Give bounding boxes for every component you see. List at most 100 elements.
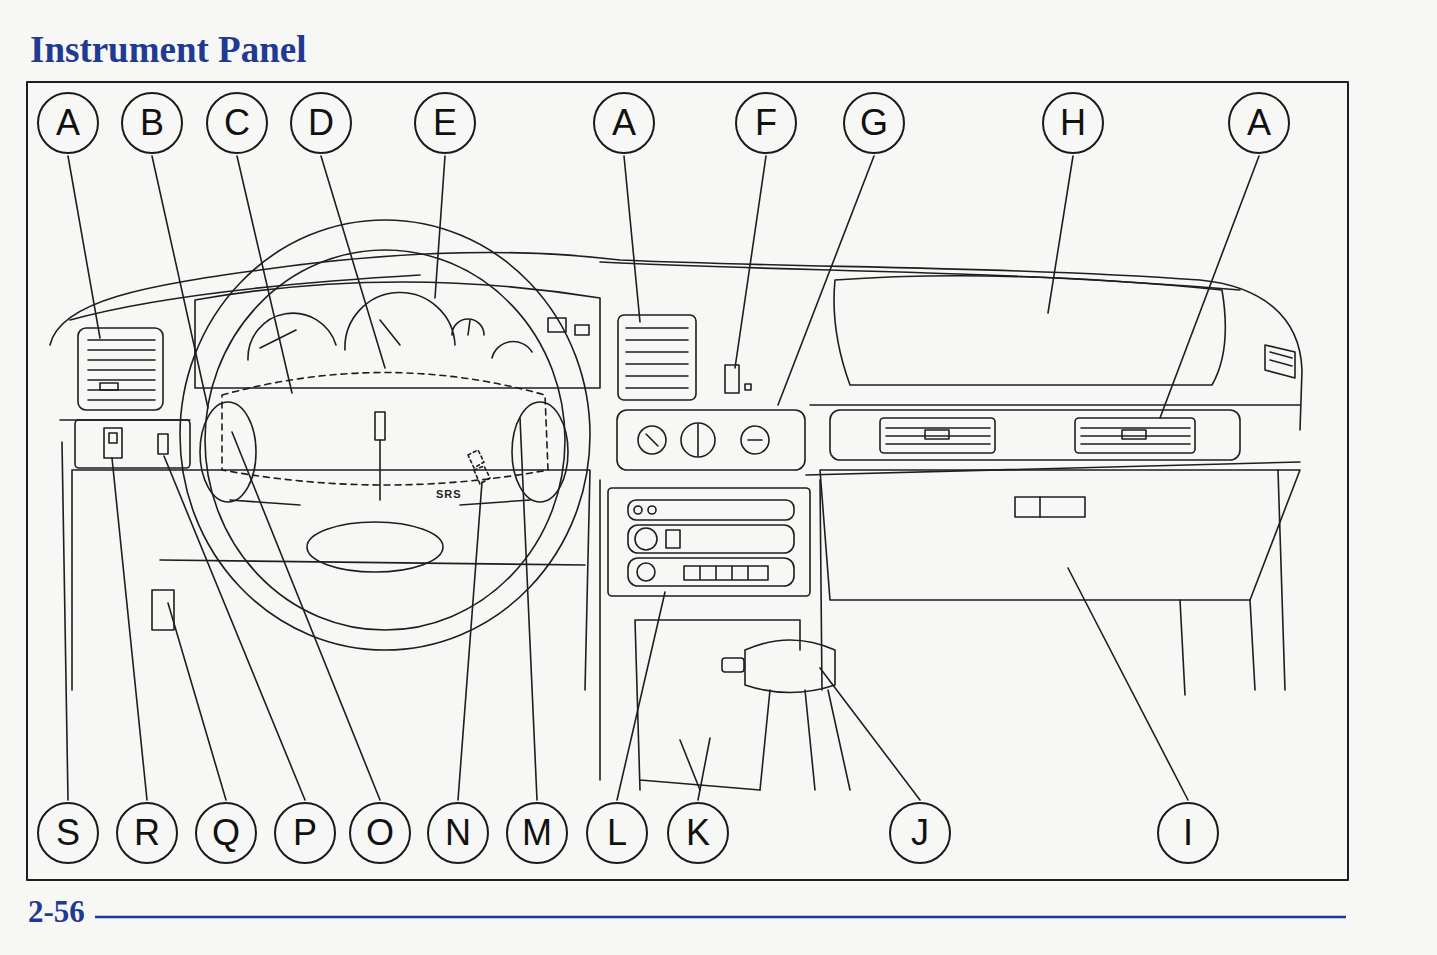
callout-letter: J xyxy=(911,815,929,851)
illustration-line xyxy=(70,262,1240,320)
callout-circle: J xyxy=(889,802,951,864)
illustration-line xyxy=(830,410,1240,460)
illustration-line xyxy=(575,325,589,335)
illustration-line xyxy=(925,430,949,439)
callout-circle: E xyxy=(414,92,476,154)
callout-letter: C xyxy=(224,105,250,141)
illustration-line xyxy=(62,418,1188,800)
illustration-line xyxy=(648,506,656,514)
illustration-line xyxy=(104,428,122,458)
callout-letter: P xyxy=(293,815,317,851)
callout-letter: L xyxy=(607,815,627,851)
callout-circle: C xyxy=(206,92,268,154)
callout-letter: N xyxy=(445,815,471,851)
callout-letter: M xyxy=(522,815,552,851)
callout-letter: A xyxy=(1247,105,1271,141)
illustration-line xyxy=(628,558,794,586)
illustration-line xyxy=(618,315,696,400)
callout-circle: H xyxy=(1042,92,1104,154)
callout-letter: B xyxy=(140,105,164,141)
illustration-line xyxy=(88,340,155,400)
illustration-line xyxy=(646,424,762,456)
callout-circle: Q xyxy=(195,802,257,864)
illustration-line xyxy=(745,640,835,693)
illustration-line xyxy=(200,402,256,502)
page-rule xyxy=(95,916,1346,919)
illustration-line xyxy=(666,530,680,548)
illustration-line xyxy=(230,440,530,505)
illustration-line xyxy=(260,320,470,348)
illustration-line xyxy=(68,156,1259,418)
callout-circle: D xyxy=(290,92,352,154)
callout-letter: S xyxy=(56,815,80,851)
callout-letter: Q xyxy=(212,815,240,851)
illustration-line xyxy=(158,434,168,454)
illustration-line xyxy=(628,525,794,553)
illustration-line xyxy=(375,412,385,440)
illustration-line xyxy=(512,402,568,502)
illustration-line xyxy=(75,420,190,468)
illustration-line xyxy=(722,658,744,672)
callout-circle: N xyxy=(427,802,489,864)
illustration-line xyxy=(307,522,443,572)
illustration-line xyxy=(834,276,1225,385)
page-title: Instrument Panel xyxy=(30,30,306,71)
callout-circle: R xyxy=(116,802,178,864)
illustration-line xyxy=(626,328,688,388)
illustration-line xyxy=(1122,430,1146,439)
illustration-line xyxy=(27,82,1348,880)
figure-frame xyxy=(27,82,1348,880)
illustration-line xyxy=(50,253,1302,430)
callout-circle: A xyxy=(37,92,99,154)
callout-letter: H xyxy=(1060,105,1086,141)
illustration-line xyxy=(600,480,822,790)
illustration-line xyxy=(637,563,655,581)
callout-letter: I xyxy=(1183,815,1193,851)
page-number: 2-56 xyxy=(28,896,85,927)
callout-letter: O xyxy=(366,815,394,851)
callout-circle: I xyxy=(1157,802,1219,864)
illustration-line xyxy=(680,740,700,790)
illustration-line xyxy=(725,365,739,393)
illustration-line xyxy=(180,220,590,650)
callout-circle: A xyxy=(1228,92,1290,154)
illustration-line xyxy=(1015,497,1085,517)
airbag-marking: SRS xyxy=(436,489,462,500)
illustration-line xyxy=(205,250,565,630)
callout-letter: K xyxy=(686,815,710,851)
callout-letter: R xyxy=(134,815,160,851)
illustration-line xyxy=(1180,470,1285,695)
illustration-line xyxy=(634,506,642,514)
illustration-line xyxy=(760,690,850,790)
illustration-line xyxy=(1265,345,1295,378)
illustration-line xyxy=(635,528,657,550)
illustration-line xyxy=(886,428,1190,444)
callout-circle: A xyxy=(593,92,655,154)
callout-circle: F xyxy=(735,92,797,154)
callout-circle: B xyxy=(121,92,183,154)
illustration-line xyxy=(820,470,1300,600)
illustration-line xyxy=(468,450,490,484)
illustration-line xyxy=(745,384,751,390)
callout-circle: M xyxy=(506,802,568,864)
callout-circle: G xyxy=(843,92,905,154)
illustration-line xyxy=(60,405,1300,475)
callout-letter: F xyxy=(755,105,777,141)
illustration-line xyxy=(1039,497,1041,517)
illustration-line xyxy=(684,566,768,580)
callout-circle: K xyxy=(667,802,729,864)
callout-letter: G xyxy=(860,105,888,141)
illustration-line xyxy=(617,410,805,470)
illustration-line xyxy=(628,500,794,520)
callout-letter: D xyxy=(308,105,334,141)
callout-circle: S xyxy=(37,802,99,864)
callout-letter: A xyxy=(56,105,80,141)
callout-circle: P xyxy=(274,802,336,864)
illustration-line xyxy=(222,373,548,486)
callout-letter: A xyxy=(612,105,636,141)
callout-circle: O xyxy=(349,802,411,864)
illustration-line xyxy=(608,488,810,596)
callout-letter: E xyxy=(433,105,457,141)
illustration-line xyxy=(78,328,163,410)
illustration-line xyxy=(100,383,118,390)
